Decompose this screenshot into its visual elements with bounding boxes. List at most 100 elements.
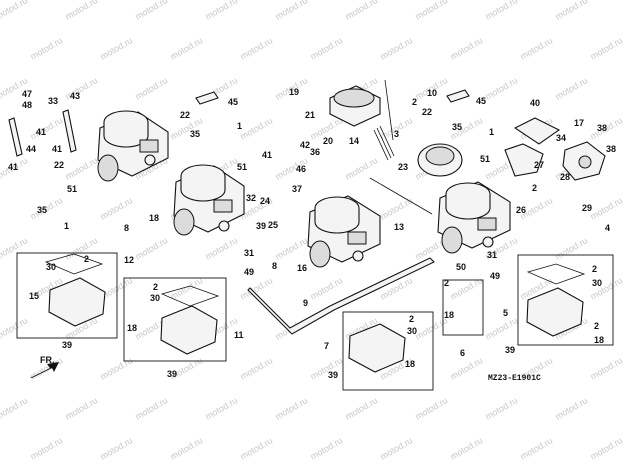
callout-c30c: 30 — [407, 326, 417, 336]
callout-c2d: 2 — [153, 282, 158, 292]
watermark-text: motod.ru — [99, 355, 135, 381]
watermark-text: motod.ru — [204, 235, 240, 261]
callout-c32: 32 — [246, 193, 256, 203]
box-jet-set — [442, 279, 484, 336]
shaft-13 — [369, 177, 433, 215]
callout-c40: 40 — [530, 98, 540, 108]
callout-c5: 5 — [503, 308, 508, 318]
callout-c39d: 39 — [328, 370, 338, 380]
watermark-text: motod.ru — [274, 395, 310, 421]
callout-c39c: 39 — [167, 369, 177, 379]
callout-c30a: 30 — [46, 262, 56, 272]
watermark-text: motod.ru — [309, 275, 345, 301]
hose-41 — [8, 117, 23, 157]
watermark-text: motod.ru — [589, 35, 625, 61]
callout-c2f: 2 — [444, 278, 449, 288]
callout-c41c: 41 — [52, 144, 62, 154]
carburetor-body-3 — [307, 195, 381, 268]
callout-c43: 43 — [70, 91, 80, 101]
watermark-text: motod.ru — [414, 0, 450, 22]
callout-c36: 36 — [310, 147, 320, 157]
hose-43 — [62, 109, 77, 153]
watermark-text: motod.ru — [134, 235, 170, 261]
callout-c46: 46 — [296, 164, 306, 174]
diagram-code: MZ23-E1901C — [488, 374, 541, 383]
box-float-chamber-right — [517, 254, 614, 346]
watermark-text: motod.ru — [379, 195, 415, 221]
callout-c11: 11 — [234, 330, 244, 340]
callout-c35b: 35 — [190, 129, 200, 139]
callout-c20: 20 — [323, 136, 333, 146]
callout-c17: 17 — [574, 118, 584, 128]
callout-c38: 38 — [597, 123, 607, 133]
callout-c9: 9 — [303, 298, 308, 308]
watermark-text: motod.ru — [449, 435, 485, 461]
watermark-text: motod.ru — [484, 395, 520, 421]
float-chamber-11 — [160, 285, 220, 355]
elbow-45a — [195, 91, 219, 105]
callout-c39e: 39 — [505, 345, 515, 355]
callout-c12: 12 — [124, 255, 134, 265]
watermark-text: motod.ru — [589, 195, 625, 221]
watermark-text: motod.ru — [64, 75, 100, 101]
watermark-text: motod.ru — [554, 75, 590, 101]
float-chamber-7 — [348, 323, 406, 373]
watermark-text: motod.ru — [0, 0, 29, 22]
callout-c2c: 2 — [84, 254, 89, 264]
callout-c2h: 2 — [594, 321, 599, 331]
callout-c47: 47 — [22, 89, 32, 99]
callout-c29: 29 — [582, 203, 592, 213]
callout-c1: 1 — [64, 221, 69, 231]
callout-c41a: 41 — [8, 162, 18, 172]
callout-c18a: 18 — [149, 213, 159, 223]
watermark-text: motod.ru — [309, 355, 345, 381]
carburetor-body-1 — [97, 110, 169, 182]
watermark-text: motod.ru — [554, 395, 590, 421]
callout-c31a: 31 — [244, 248, 254, 258]
watermark-text: motod.ru — [274, 0, 310, 22]
watermark-text: motod.ru — [554, 0, 590, 22]
direction-label: FR. — [40, 355, 55, 365]
callout-c35c: 35 — [452, 122, 462, 132]
callout-c22c: 22 — [422, 107, 432, 117]
callout-c16: 16 — [297, 263, 307, 273]
watermark-text: motod.ru — [309, 435, 345, 461]
callout-c14: 14 — [349, 136, 359, 146]
watermark-text: motod.ru — [449, 355, 485, 381]
callout-c37: 37 — [292, 184, 302, 194]
callout-c10: 10 — [427, 88, 437, 98]
callout-c39b: 39 — [62, 340, 72, 350]
callout-c31b: 31 — [487, 250, 497, 260]
watermark-text: motod.ru — [169, 435, 205, 461]
watermark-text: motod.ru — [309, 35, 345, 61]
callout-c49a: 49 — [244, 267, 254, 277]
callout-c6: 6 — [460, 348, 465, 358]
watermark-text: motod.ru — [449, 275, 485, 301]
watermark-text: motod.ru — [99, 195, 135, 221]
callout-c25: 25 — [268, 220, 278, 230]
watermark-text: motod.ru — [379, 35, 415, 61]
watermark-text: motod.ru — [99, 35, 135, 61]
callout-c42: 42 — [300, 140, 310, 150]
callout-c1c: 1 — [489, 127, 494, 137]
watermark-text: motod.ru — [134, 0, 170, 22]
watermark-text: motod.ru — [29, 35, 65, 61]
watermark-text: motod.ru — [239, 115, 275, 141]
watermark-text: motod.ru — [519, 35, 555, 61]
callout-c38b: 38 — [606, 144, 616, 154]
callout-c18b: 18 — [127, 323, 137, 333]
callout-c13: 13 — [394, 222, 404, 232]
watermark-text: motod.ru — [0, 235, 29, 261]
callout-c8b: 8 — [272, 261, 277, 271]
watermark-text: motod.ru — [414, 395, 450, 421]
callout-c1b: 1 — [237, 121, 242, 131]
callout-c2b: 2 — [532, 183, 537, 193]
watermark-text: motod.ru — [239, 35, 275, 61]
callout-c4: 4 — [605, 223, 610, 233]
watermark-text: motod.ru — [29, 115, 65, 141]
watermark-text: motod.ru — [64, 0, 100, 22]
watermark-text: motod.ru — [344, 395, 380, 421]
needle-rod-3 — [384, 79, 394, 141]
watermark-text: motod.ru — [64, 155, 100, 181]
callout-c51c: 51 — [480, 154, 490, 164]
